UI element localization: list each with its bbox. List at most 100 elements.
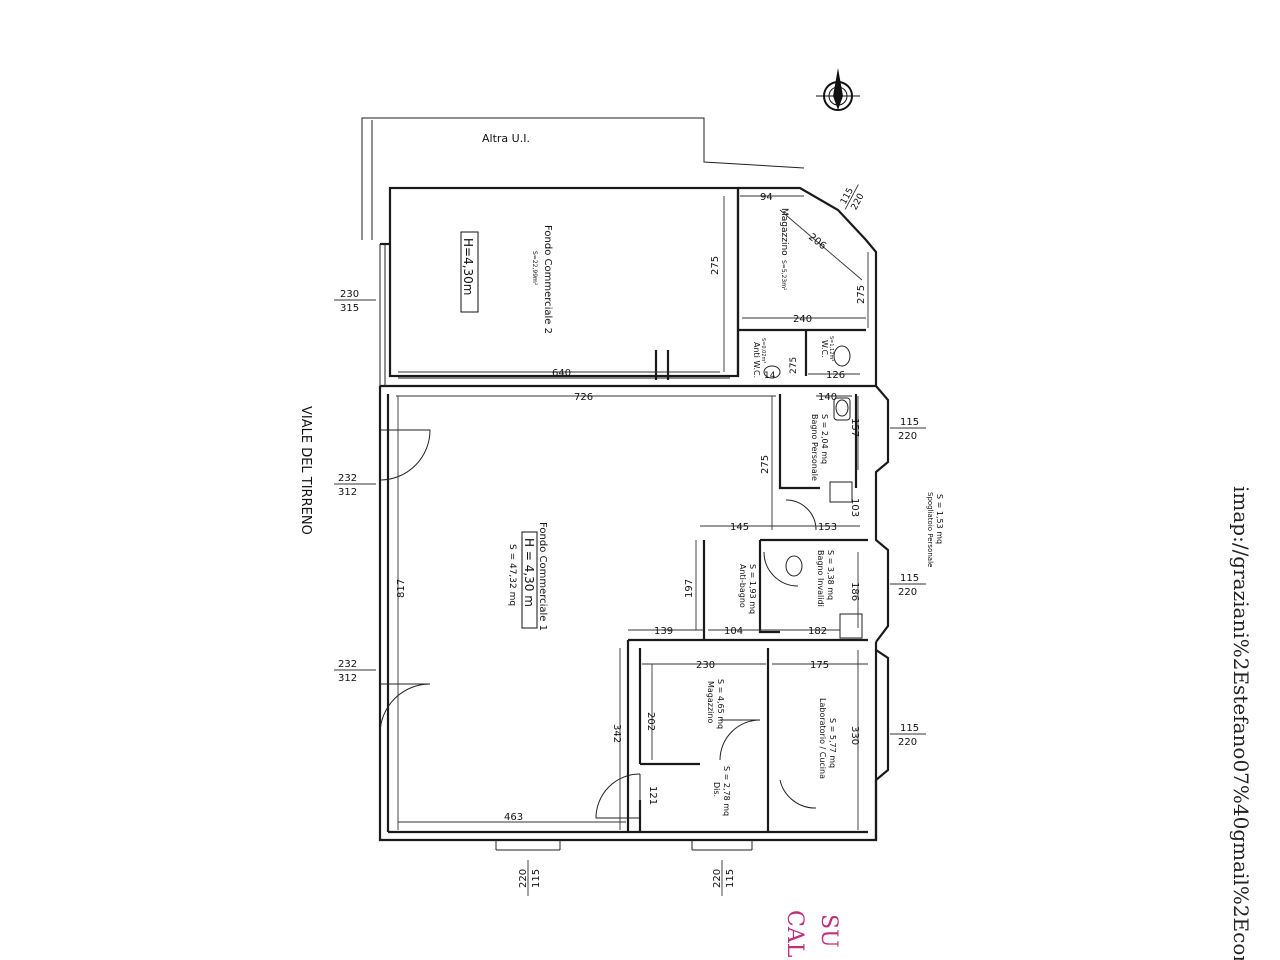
opening-left-door-2: 232 312 (334, 659, 376, 684)
dim-197: 197 (684, 579, 695, 598)
room-fondo-2-height: H=4,30m (460, 231, 479, 313)
room-dis: Dis. S = 2,78 mq (712, 766, 731, 816)
dim-153: 153 (818, 522, 837, 533)
svg-text:232: 232 (338, 473, 357, 484)
room-fondo-1: Fondo Commerciale 1 H = 4,30 m S = 47,32… (507, 522, 548, 631)
svg-text:S = 5,77 mq: S = 5,77 mq (828, 718, 837, 768)
svg-text:115: 115 (900, 417, 919, 428)
svg-text:Anti W.C.: Anti W.C. (752, 342, 761, 378)
svg-text:Magazzino: Magazzino (779, 208, 789, 256)
north-arrow-icon (816, 68, 860, 111)
dim-342: 342 (611, 724, 622, 743)
svg-text:Fondo Commerciale 1: Fondo Commerciale 1 (537, 522, 548, 631)
dim-640: 640 (552, 368, 571, 379)
email-stamp: imap://graziani%2Estefano07%40gmail%2Eco… (1229, 486, 1253, 960)
opening-bottom-2: 220 115 (712, 860, 736, 896)
svg-text:S = 1,93 mq: S = 1,93 mq (748, 564, 757, 614)
svg-text:S = 3,38 mq: S = 3,38 mq (826, 550, 835, 600)
opening-annotations: 115 220 230 315 232 312 232 312 115 220 … (334, 184, 926, 896)
svg-text:230: 230 (340, 289, 359, 300)
svg-text:Bagno Personale: Bagno Personale (810, 414, 819, 481)
dim-175: 175 (810, 660, 829, 671)
room-wc: W.C. S=1,12m² (820, 336, 834, 361)
svg-text:312: 312 (338, 487, 357, 498)
svg-text:220: 220 (898, 587, 917, 598)
room-magazzino-top: Magazzino S=5,23m² (779, 208, 789, 291)
svg-text:Laboratorio / Cucina: Laboratorio / Cucina (818, 698, 827, 779)
interior-walls (626, 188, 868, 832)
dim-330: 330 (849, 726, 860, 745)
dim-140: 140 (818, 392, 837, 403)
svg-text:Magazzino: Magazzino (706, 681, 715, 723)
dim-145: 145 (730, 522, 749, 533)
dim-202: 202 (645, 712, 656, 731)
dim-14: 14 (764, 371, 776, 381)
dim-240: 240 (793, 314, 812, 325)
handwriting-line-2: CAL (782, 910, 807, 958)
svg-text:115: 115 (900, 723, 919, 734)
svg-text:220: 220 (898, 737, 917, 748)
dim-94: 94 (760, 192, 773, 203)
dim-157: 157 (849, 418, 860, 437)
room-anti-wc: Anti W.C. S=0,02m² (752, 338, 766, 378)
svg-text:S = 2,78 mq: S = 2,78 mq (722, 766, 731, 816)
svg-text:S = 1,53 mq: S = 1,53 mq (935, 494, 944, 544)
opening-bottom-1: 220 115 (518, 860, 542, 896)
svg-text:S=0,02m²: S=0,02m² (760, 338, 766, 363)
neighbor-boundary: Altra U.I. (361, 117, 805, 240)
svg-text:312: 312 (338, 673, 357, 684)
opening-left-window: 230 315 (334, 289, 376, 314)
svg-text:220: 220 (898, 431, 917, 442)
svg-text:S=22,99m²: S=22,99m² (531, 251, 538, 286)
svg-text:H=4,30m: H=4,30m (461, 238, 475, 296)
svg-text:S=5,23m²: S=5,23m² (780, 260, 787, 291)
neighbor-label: Altra U.I. (482, 132, 530, 145)
street-label: VIALE DEL TIRRENO (298, 406, 313, 535)
svg-text:H = 4,30 m: H = 4,30 m (522, 538, 536, 607)
room-laboratorio: Laboratorio / Cucina S = 5,77 mq (818, 698, 837, 779)
opening-right-window-3: 115 220 (890, 723, 926, 748)
dim-275-a: 275 (710, 256, 721, 275)
svg-text:Dis.: Dis. (712, 782, 721, 797)
door-swings (379, 429, 817, 819)
dim-103: 103 (849, 498, 860, 517)
room-bagno-personale: Bagno Personale S = 2,04 mq (810, 414, 829, 481)
svg-text:S = 47,32 mq: S = 47,32 mq (507, 544, 517, 606)
room-fondo-2: Fondo Commerciale 2 S=22,99m² (531, 225, 553, 334)
svg-text:115: 115 (900, 573, 919, 584)
dim-726: 726 (574, 392, 593, 403)
opening-right-window-1: 115 220 (890, 417, 926, 442)
dim-817: 817 (396, 579, 407, 598)
room-bagno-invalidi: Bagno Invalidi S = 3,38 mq (816, 550, 835, 607)
room-labels: Fondo Commerciale 2 S=22,99m² H=4,30m Fo… (460, 208, 944, 816)
svg-text:S = 4,65 mq: S = 4,65 mq (716, 679, 725, 729)
svg-text:115: 115 (531, 869, 542, 888)
svg-text:232: 232 (338, 659, 357, 670)
svg-text:315: 315 (340, 303, 359, 314)
svg-text:220: 220 (712, 869, 723, 888)
svg-text:Bagno Invalidi: Bagno Invalidi (816, 550, 825, 607)
dim-139: 139 (654, 626, 673, 637)
svg-text:S=1,12m²: S=1,12m² (828, 336, 834, 361)
dim-182: 182 (808, 626, 827, 637)
svg-text:Spogliatoio Personale: Spogliatoio Personale (926, 492, 934, 567)
svg-text:Anti-bagno: Anti-bagno (738, 564, 747, 608)
svg-text:S = 2,04 mq: S = 2,04 mq (820, 414, 829, 464)
dim-275-c: 275 (760, 455, 771, 474)
dim-275-b: 275 (856, 285, 867, 304)
svg-text:115: 115 (725, 869, 736, 888)
svg-text:W.C.: W.C. (820, 340, 829, 358)
room-antibagno: Anti-bagno S = 1,93 mq (738, 564, 757, 614)
dim-206: 206 (806, 232, 828, 252)
opening-left-door-1: 232 312 (334, 473, 376, 498)
opening-right-window-2: 115 220 (890, 573, 926, 598)
svg-text:220: 220 (518, 869, 529, 888)
dim-275-d: 275 (789, 357, 799, 374)
room-spogliatoio: Spogliatoio Personale S = 1,53 mq (926, 492, 944, 567)
handwriting-line-1: SU (816, 914, 841, 948)
sanitary-fixtures (763, 345, 863, 639)
svg-text:Fondo Commerciale 2: Fondo Commerciale 2 (542, 225, 553, 334)
opening-top: 115 220 (839, 184, 867, 212)
dim-104: 104 (724, 626, 743, 637)
